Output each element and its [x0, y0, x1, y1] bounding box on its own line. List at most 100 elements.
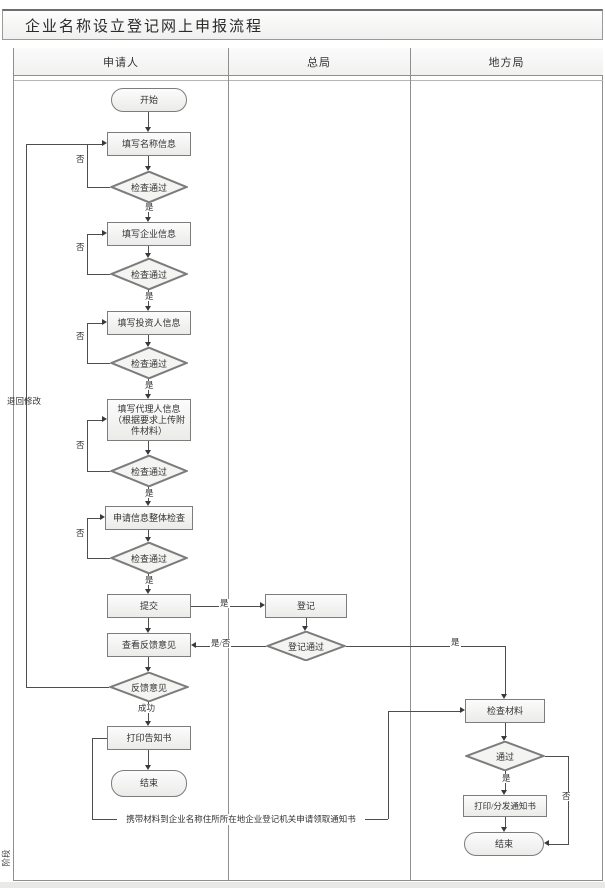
arrowhead [145, 217, 151, 222]
arrowhead [544, 840, 549, 846]
yes-branch-label: 是 [144, 380, 155, 390]
no-branch-label: 否 [561, 791, 572, 801]
arrowhead [145, 765, 151, 770]
feedback-label: 反馈意见 [130, 682, 167, 693]
fill-agent-label: 填写代理人信息 （根据要求上传附 件材料） [112, 403, 185, 436]
yes-branch-label: 是 [219, 598, 230, 608]
lane-header-applicant-label: 申请人 [103, 56, 139, 69]
connector-line [148, 335, 149, 343]
connector-line [87, 144, 88, 187]
connector-line [87, 187, 110, 188]
arrowhead [501, 694, 507, 699]
arrowhead [145, 450, 151, 455]
arrowhead [145, 628, 151, 633]
connector-line [26, 687, 109, 688]
fill-company-label: 填写企业信息 [121, 228, 176, 239]
connector-line [148, 657, 149, 668]
fill-name-step: 填写名称信息 [107, 132, 191, 156]
connector-line [148, 156, 149, 167]
arrowhead [145, 253, 151, 258]
connector-line [545, 756, 568, 757]
connector-line [87, 234, 88, 274]
fill-investor-label: 填写投资人信息 [117, 317, 181, 328]
check-pass-decision-3: 检查通过 [110, 347, 188, 379]
end-node-applicant: 结束 [111, 770, 187, 797]
connector-line [148, 618, 149, 629]
page-title: 企业名称设立登记网上申报流程 [25, 18, 264, 35]
print-notice-step: 打印告知书 [107, 726, 191, 750]
arrowhead [145, 306, 151, 311]
lane-header-local-label: 地方局 [488, 56, 525, 69]
lane-body-top-line [14, 80, 603, 81]
end-node-local: 结束 [464, 832, 544, 856]
connector-line [388, 711, 460, 712]
check-material-step: 检查材料 [465, 699, 545, 723]
check-pass-label-2: 检查通过 [130, 269, 167, 280]
connector-line [148, 441, 149, 451]
arrowhead [191, 642, 196, 648]
connector-line [87, 518, 100, 519]
check-pass-label-3: 检查通过 [130, 358, 167, 369]
register-label: 登记 [296, 600, 315, 611]
yes-branch-label: 是 [450, 637, 461, 647]
phase-label: 阶段 [1, 849, 11, 867]
connector-line [92, 738, 107, 739]
fill-agent-step: 填写代理人信息 （根据要求上传附 件材料） [107, 399, 191, 441]
no-branch-label: 否 [76, 154, 85, 164]
pass-decision: 通过 [465, 741, 545, 771]
arrowhead [102, 319, 107, 325]
check-pass-decision-2: 检查通过 [110, 258, 188, 290]
start-node: 开始 [111, 88, 187, 112]
print-distribute-step: 打印/分发通知书 [463, 795, 547, 817]
arrowhead [145, 127, 151, 132]
yes-branch-label: 是 [144, 202, 155, 212]
page-bottom-margin [0, 882, 605, 888]
yes-branch-label: 是 [501, 773, 512, 783]
connector-line [87, 323, 102, 324]
yes-branch-label: 是 [144, 291, 155, 301]
no-branch-label: 否 [76, 528, 85, 538]
lane-divider-2 [410, 48, 411, 881]
connector-line [87, 363, 110, 364]
arrowhead [145, 721, 151, 726]
yes-no-branch-label: 是/否 [210, 638, 232, 648]
lane-divider-1 [228, 48, 229, 881]
connector-line [505, 723, 506, 736]
arrowhead [100, 514, 105, 520]
arrowhead [102, 140, 107, 146]
fill-name-label: 填写名称信息 [121, 138, 176, 149]
connector-line [346, 646, 505, 647]
end-label-local: 结束 [494, 838, 513, 849]
check-pass-label-1: 检查通过 [130, 182, 167, 193]
lane-header-central-label: 总局 [307, 56, 331, 69]
arrowhead [501, 790, 507, 795]
connector-line [87, 274, 110, 275]
lane-header-local: 地方局 [410, 48, 603, 76]
end-label-applicant: 结束 [139, 778, 158, 788]
arrowhead [145, 537, 151, 542]
connector-line [87, 420, 88, 471]
check-pass-decision-4: 检查通过 [110, 455, 188, 487]
overall-check-label: 申请信息整体检查 [112, 512, 185, 523]
connector-line [26, 144, 102, 145]
check-pass-decision-1: 检查通过 [110, 171, 188, 203]
page-title-bar: 企业名称设立登记网上申报流程 [2, 9, 603, 40]
carry-materials-note: 携带材料到企业名称住所所在地企业登记机关申请领取通知书 [117, 814, 365, 825]
lane-header-central: 总局 [228, 48, 410, 76]
arrowhead [145, 589, 151, 594]
overall-check-step: 申请信息整体检查 [105, 506, 193, 530]
arrowhead [145, 394, 151, 399]
connector-line [388, 711, 389, 819]
arrowhead [145, 166, 151, 171]
connector-line [92, 738, 93, 819]
connector-line [306, 618, 307, 626]
connector-line [549, 844, 569, 845]
arrowhead [460, 707, 465, 713]
yes-branch-label: 是 [144, 488, 155, 498]
return-modify-label: 退回修改 [7, 396, 42, 406]
register-pass-decision: 登记通过 [266, 631, 346, 661]
connector-line [148, 530, 149, 538]
check-pass-label-5: 检查通过 [130, 553, 167, 564]
connector-line [148, 750, 149, 766]
arrowhead [501, 736, 507, 741]
